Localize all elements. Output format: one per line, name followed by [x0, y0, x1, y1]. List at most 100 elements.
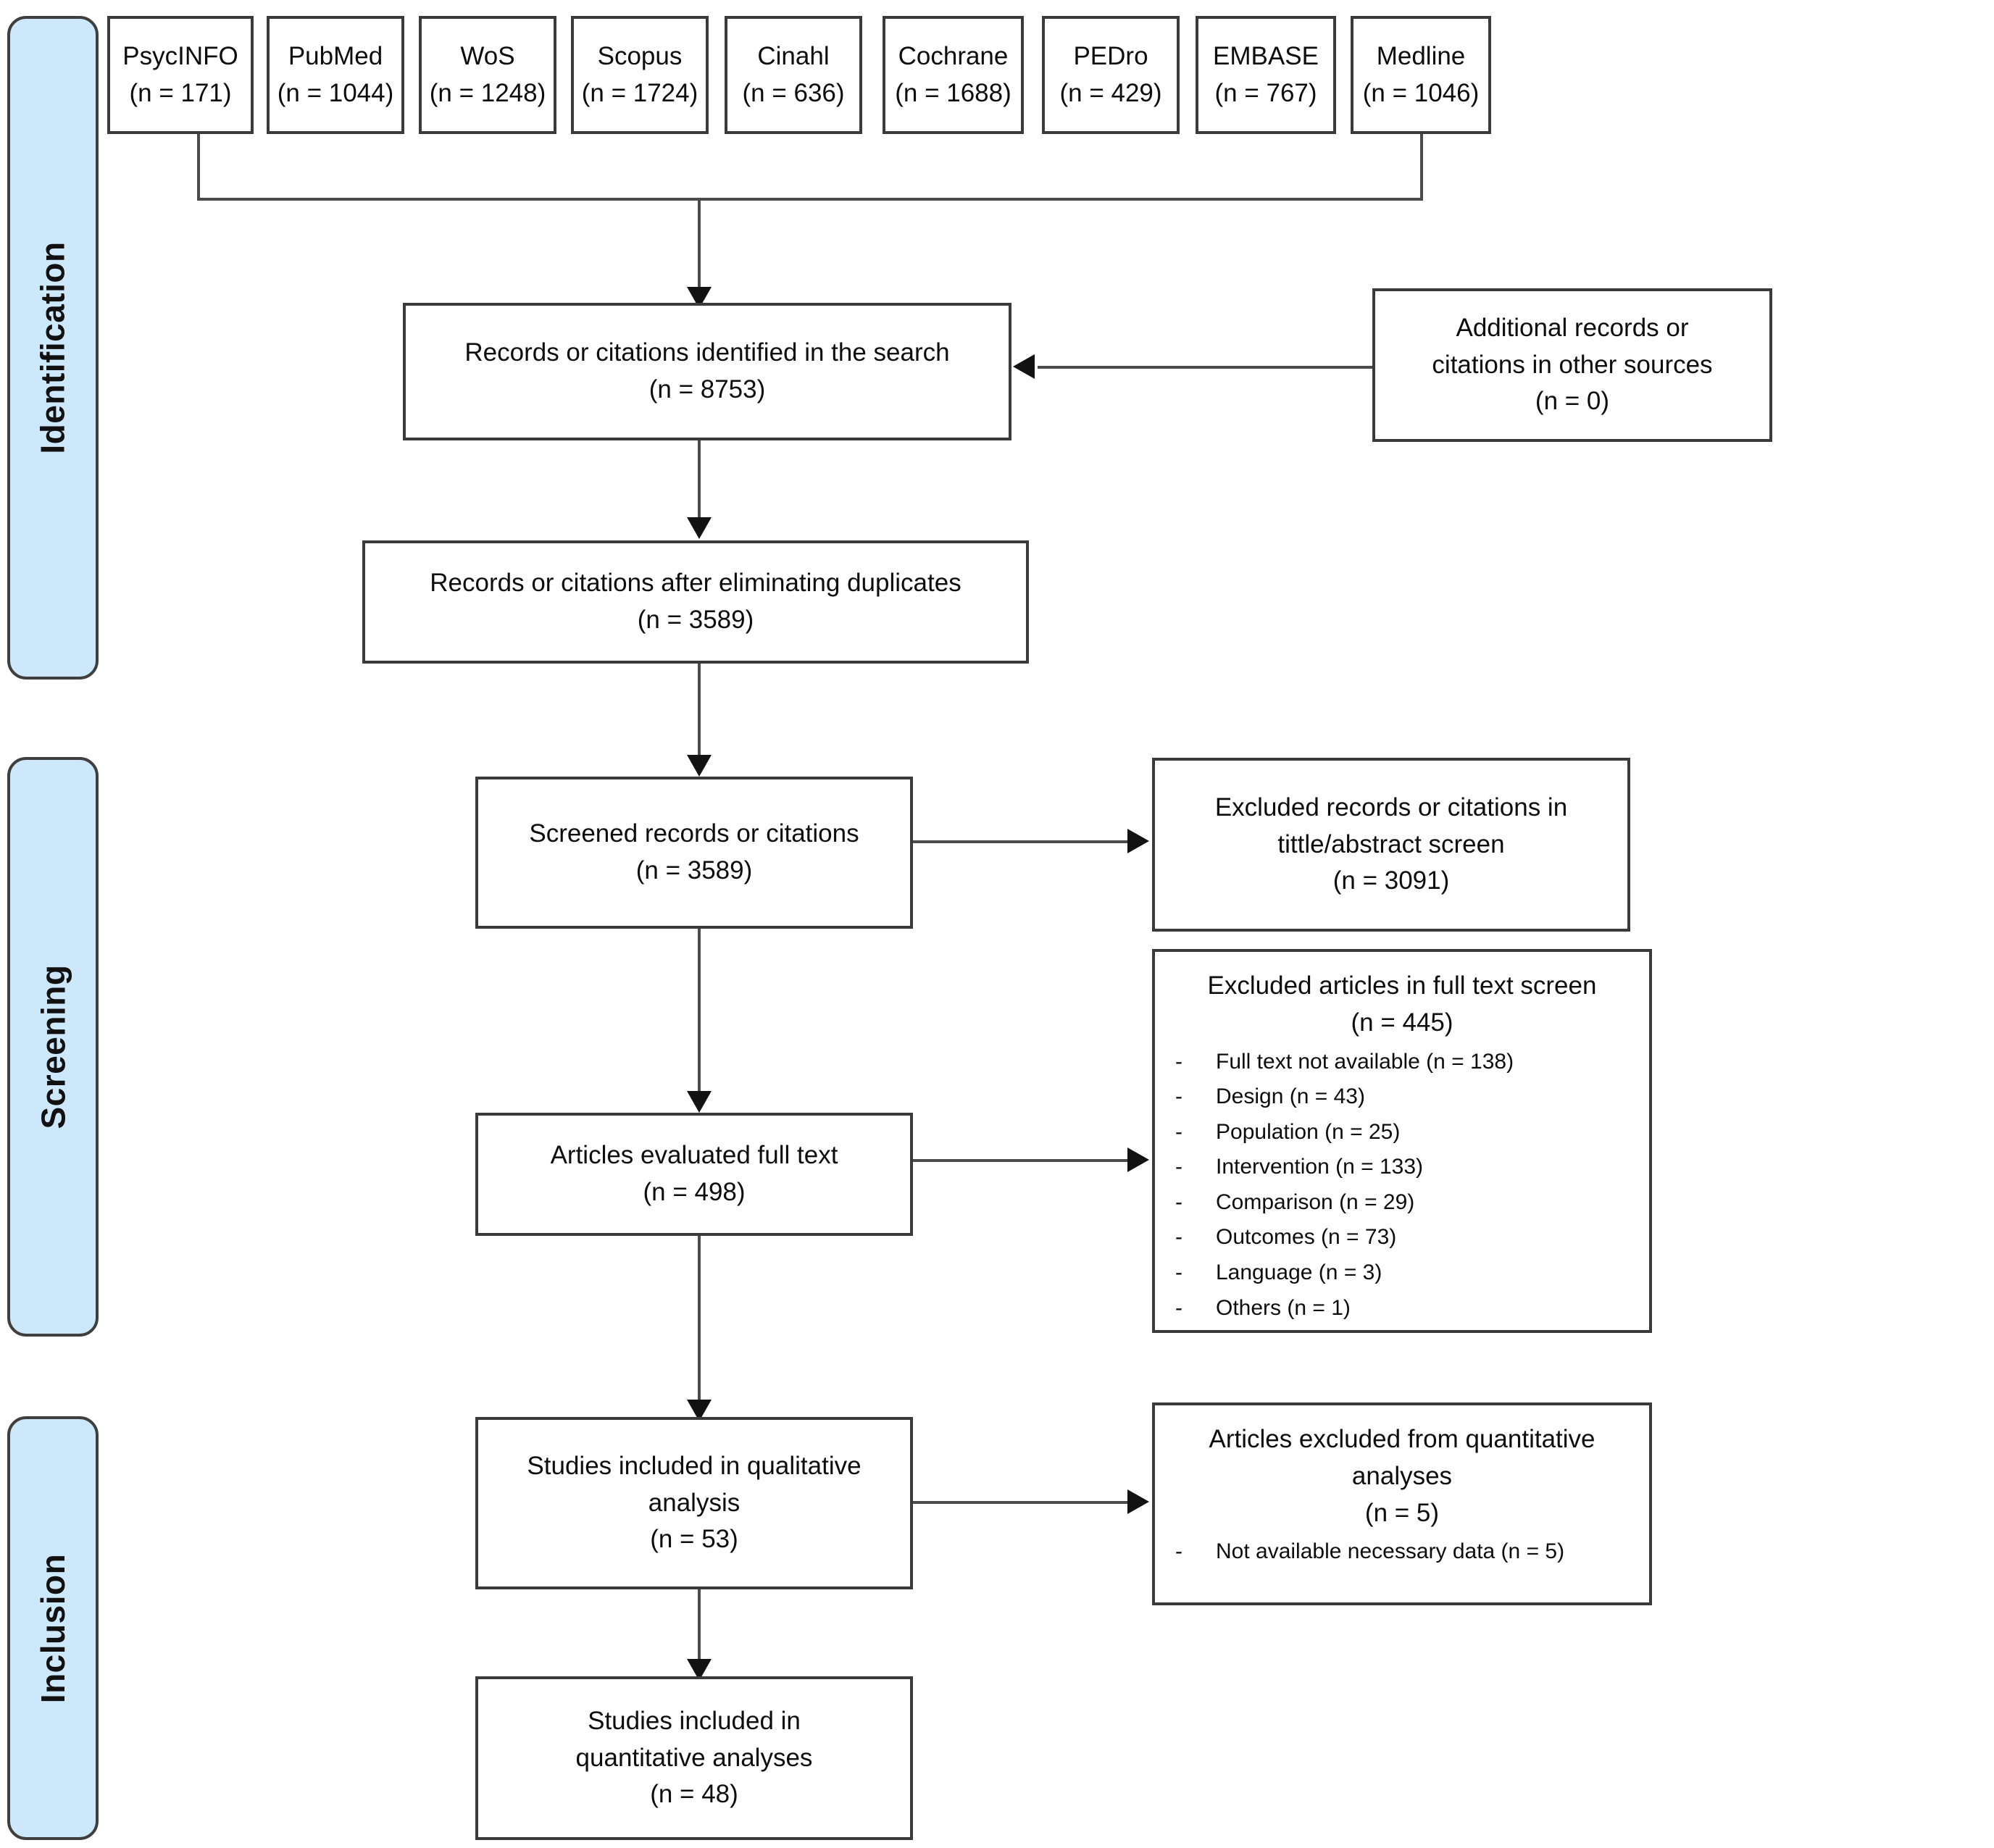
connector-screened-to-excluded — [913, 840, 1130, 843]
box-full-text-evaluated: Articles evaluated full text (n = 498) — [475, 1113, 913, 1236]
stage-label-inclusion: Inclusion — [34, 1553, 72, 1703]
box-line: Records or citations after eliminating d… — [430, 569, 961, 598]
list-item: - Not available necessary data (n = 5) — [1162, 1534, 1642, 1570]
connector-db-manifold — [197, 198, 1423, 201]
database-box-scopus: Scopus (n = 1724) — [571, 16, 709, 134]
reason-text: Comparison (n = 29) — [1216, 1190, 1415, 1214]
box-line: Excluded records or citations in — [1214, 793, 1568, 821]
database-box-pedro: PEDro (n = 429) — [1042, 16, 1180, 134]
database-box-psycinfo: PsycINFO (n = 171) — [107, 16, 254, 134]
database-count: (n = 1046) — [1362, 78, 1480, 107]
connector-screened-to-fulltext — [698, 929, 701, 1095]
bullet-dash: - — [1175, 1119, 1182, 1144]
box-line: Articles excluded from quantitative — [1209, 1425, 1595, 1453]
database-name: WoS — [460, 41, 515, 70]
excluded-reason-list: - Full text not available (n = 138) - De… — [1162, 1045, 1642, 1326]
box-line: Excluded articles in full text screen — [1207, 971, 1597, 1000]
box-count: (n = 53) — [650, 1525, 738, 1554]
database-name: Medline — [1376, 41, 1466, 70]
box-line: citations in other sources — [1432, 350, 1713, 379]
reason-text: Not available necessary data (n = 5) — [1216, 1539, 1565, 1564]
arrow-screened-to-fulltext-icon — [687, 1091, 712, 1113]
bullet-dash: - — [1175, 1295, 1182, 1320]
database-name: Cochrane — [898, 41, 1009, 70]
bullet-dash: - — [1175, 1155, 1182, 1179]
database-count: (n = 1248) — [429, 78, 546, 107]
connector-fulltext-to-qualitative — [698, 1236, 701, 1404]
arrow-fulltext-to-excluded-icon — [1127, 1147, 1149, 1172]
box-count: (n = 3589) — [635, 856, 753, 885]
connector-identified-to-duplicates — [698, 440, 701, 522]
box-count: (n = 445) — [1351, 1008, 1453, 1037]
database-count: (n = 636) — [742, 78, 845, 107]
stage-label-screening: Screening — [34, 964, 72, 1129]
database-name: PsycINFO — [122, 41, 238, 70]
box-line: Screened records or citations — [529, 819, 859, 848]
connector-db-left-stub — [197, 134, 200, 201]
box-count: (n = 5) — [1364, 1498, 1440, 1527]
connector-qualitative-to-excluded — [913, 1501, 1130, 1504]
box-count: (n = 0) — [1535, 387, 1610, 416]
database-box-wos: WoS (n = 1248) — [419, 16, 556, 134]
bullet-dash: - — [1175, 1190, 1182, 1214]
stage-label-identification: Identification — [34, 241, 72, 454]
stage-bar-inclusion: Inclusion — [7, 1416, 99, 1840]
bullet-dash: - — [1175, 1539, 1182, 1564]
database-box-cinahl: Cinahl (n = 636) — [725, 16, 862, 134]
database-count: (n = 429) — [1059, 78, 1162, 107]
list-item: - Population (n = 25) — [1162, 1115, 1642, 1150]
box-line: Articles evaluated full text — [550, 1141, 838, 1170]
box-additional-records: Additional records or citations in other… — [1372, 288, 1772, 442]
box-qualitative-included: Studies included in qualitative analysis… — [475, 1417, 913, 1589]
arrow-screened-to-excluded-icon — [1127, 829, 1149, 853]
list-item: - Comparison (n = 29) — [1162, 1185, 1642, 1221]
bullet-dash: - — [1175, 1084, 1182, 1109]
box-records-after-duplicates: Records or citations after eliminating d… — [362, 540, 1029, 664]
box-count: (n = 3589) — [637, 606, 754, 634]
box-excluded-full-text: Excluded articles in full text screen (n… — [1152, 949, 1652, 1333]
connector-db-to-identified — [698, 198, 701, 290]
database-name: PEDro — [1073, 41, 1148, 70]
reason-text: Full text not available (n = 138) — [1216, 1049, 1514, 1074]
database-count: (n = 767) — [1214, 78, 1317, 107]
box-line: analysis — [648, 1488, 741, 1517]
connector-duplicates-to-screened — [698, 664, 701, 759]
database-box-embase: EMBASE (n = 767) — [1196, 16, 1336, 134]
database-box-medline: Medline (n = 1046) — [1351, 16, 1491, 134]
list-item: - Full text not available (n = 138) — [1162, 1045, 1642, 1080]
database-count: (n = 1044) — [277, 78, 394, 107]
connector-db-right-stub — [1420, 134, 1423, 201]
reason-text: Outcomes (n = 73) — [1216, 1225, 1397, 1250]
list-item: - Others (n = 1) — [1162, 1291, 1642, 1326]
database-name: Cinahl — [757, 41, 830, 70]
reason-text: Design (n = 43) — [1216, 1084, 1365, 1109]
connector-additional-to-identified — [1038, 366, 1372, 369]
box-line: Studies included in — [588, 1706, 801, 1735]
reason-text: Others (n = 1) — [1216, 1295, 1351, 1320]
arrow-identified-to-duplicates-icon — [687, 517, 712, 539]
box-line: Records or citations identified in the s… — [464, 338, 950, 367]
box-count: (n = 48) — [650, 1780, 738, 1809]
arrow-additional-to-identified-icon — [1013, 354, 1035, 379]
database-name: Scopus — [597, 41, 683, 70]
box-line: Additional records or — [1456, 313, 1689, 342]
list-item: - Outcomes (n = 73) — [1162, 1220, 1642, 1255]
connector-fulltext-to-excluded — [913, 1159, 1130, 1162]
reason-text: Intervention (n = 133) — [1216, 1155, 1424, 1179]
box-line: quantitative analyses — [575, 1743, 813, 1772]
excluded-quantitative-reason-list: - Not available necessary data (n = 5) — [1162, 1534, 1642, 1570]
box-count: (n = 8753) — [648, 375, 766, 404]
box-excluded-title-abstract: Excluded records or citations in tittle/… — [1152, 758, 1630, 932]
stage-bar-identification: Identification — [7, 16, 99, 680]
list-item: - Design (n = 43) — [1162, 1079, 1642, 1115]
bullet-dash: - — [1175, 1225, 1182, 1250]
box-screened-records: Screened records or citations (n = 3589) — [475, 777, 913, 929]
database-count: (n = 1688) — [895, 78, 1011, 107]
list-item: - Language (n = 3) — [1162, 1255, 1642, 1291]
box-line: Studies included in qualitative — [527, 1451, 862, 1480]
stage-bar-screening: Screening — [7, 757, 99, 1337]
database-count: (n = 171) — [129, 78, 232, 107]
box-excluded-quantitative: Articles excluded from quantitative anal… — [1152, 1402, 1652, 1605]
list-item: - Intervention (n = 133) — [1162, 1150, 1642, 1185]
